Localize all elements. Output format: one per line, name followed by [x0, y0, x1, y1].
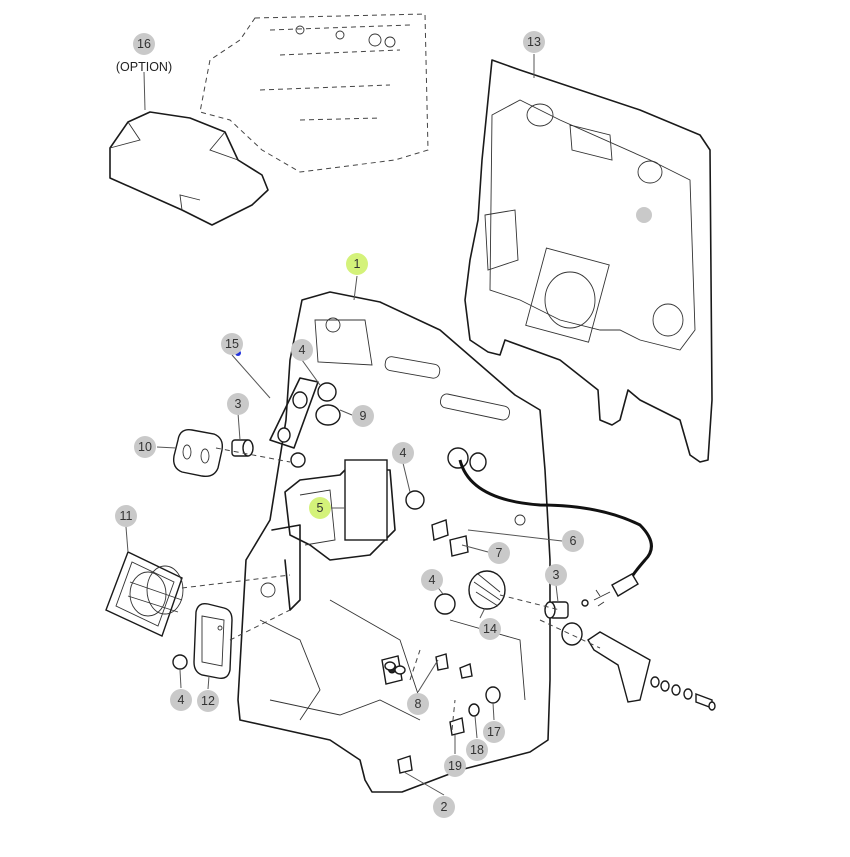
part-3-bushing-left	[231, 439, 254, 457]
callout-10-label: 10	[138, 440, 152, 454]
callout-17: 17	[483, 721, 505, 743]
callout-12: 12	[197, 690, 219, 712]
callout-8: 8	[407, 693, 429, 715]
part-13-rear-panel	[464, 59, 713, 463]
option-caption: (OPTION)	[116, 60, 172, 74]
part-4-oring	[172, 654, 188, 670]
callout-13: 13	[523, 31, 545, 53]
callout-7-label: 7	[496, 546, 503, 560]
callout-13-label: 13	[527, 35, 541, 49]
part-14-vent	[468, 570, 506, 610]
leader-lines	[125, 54, 563, 796]
part-1-main-frame	[237, 291, 551, 793]
callout-3-right-label: 3	[553, 568, 560, 582]
callout-9-label: 9	[360, 409, 367, 423]
part-5-mount-plate	[271, 459, 396, 611]
callout-4-left: 4	[170, 689, 192, 711]
part-16-option-cover	[109, 13, 429, 226]
part-10-gasket	[172, 429, 224, 478]
callout-15-label: 15	[225, 337, 239, 351]
callout-16-label: 16	[137, 37, 151, 51]
part-15-bracket	[269, 377, 319, 449]
callout-5: 5	[309, 497, 331, 519]
callout-17-label: 17	[487, 725, 501, 739]
callout-3-left: 3	[227, 393, 249, 415]
callout-4-low-label: 4	[429, 573, 436, 587]
callout-9: 9	[352, 405, 374, 427]
callout-4-mid: 4	[392, 442, 414, 464]
callout-1: 1	[346, 253, 368, 275]
callout-10: 10	[134, 436, 156, 458]
callout-6-label: 6	[570, 534, 577, 548]
callout-14: 14	[479, 618, 501, 640]
callout-4-mid-label: 4	[400, 446, 407, 460]
callout-6: 6	[562, 530, 584, 552]
callout-4-top-label: 4	[299, 343, 306, 357]
callout-19: 19	[444, 755, 466, 777]
callout-16: 16	[133, 33, 155, 55]
callout-8-label: 8	[415, 697, 422, 711]
callout-1-label: 1	[354, 257, 361, 271]
part-3-bushing-right	[544, 601, 569, 619]
callout-14-label: 14	[483, 622, 497, 636]
callout-19-label: 19	[448, 759, 462, 773]
callout-12-label: 12	[201, 694, 215, 708]
callout-11-label: 11	[120, 509, 133, 523]
part-12-seal-frame	[193, 602, 233, 680]
callout-5-label: 5	[317, 501, 324, 515]
cable-assembly	[458, 459, 653, 607]
bolts-lower	[381, 519, 501, 774]
callout-2-label: 2	[441, 800, 448, 814]
callout-3-right: 3	[545, 564, 567, 586]
callout-3-left-label: 3	[235, 397, 242, 411]
callout-7: 7	[488, 542, 510, 564]
callout-18: 18	[466, 739, 488, 761]
callout-15: 15	[221, 333, 243, 355]
callout-4-left-label: 4	[178, 693, 185, 707]
assembly-lines	[181, 447, 601, 731]
callout-4-top: 4	[291, 339, 313, 361]
callout-2: 2	[433, 796, 455, 818]
callout-11: 11	[115, 505, 137, 527]
callout-18-label: 18	[470, 743, 484, 757]
grommets-group	[290, 382, 487, 615]
part-11-housing	[105, 551, 184, 637]
bracket-arm	[561, 622, 716, 711]
callout-4-low: 4	[421, 569, 443, 591]
